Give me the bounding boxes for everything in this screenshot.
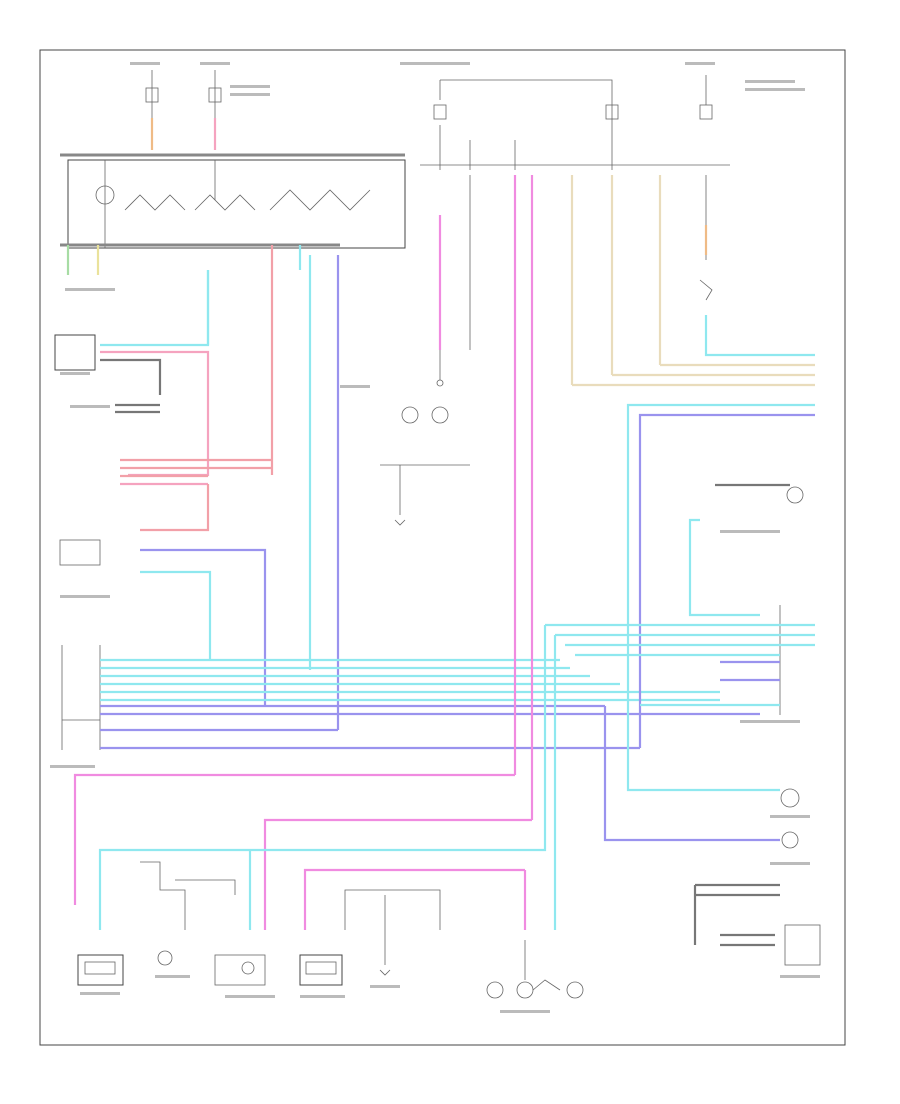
left-rear-combination-lamp xyxy=(299,954,343,986)
bottom-magenta-runs xyxy=(73,773,532,930)
high-mount-stop-lamp xyxy=(344,889,441,976)
center-fuse-group xyxy=(420,75,730,170)
left-vertical-connector xyxy=(61,645,760,750)
left-front-combination-lamp xyxy=(77,954,124,986)
fine-print-marks xyxy=(50,62,820,1013)
right-turn-lamps xyxy=(603,706,800,849)
right-upper-signal-wires xyxy=(626,403,815,792)
magenta-feed-wires xyxy=(436,175,534,820)
diagram-frame xyxy=(39,49,846,1046)
combination-switch-box xyxy=(60,159,406,249)
bottom-cyan-runs xyxy=(98,625,557,930)
left-branch-wires xyxy=(66,245,340,730)
right-connector-block xyxy=(545,605,815,715)
license-plate-lamps xyxy=(380,406,470,526)
right-side-repeater xyxy=(688,483,804,617)
left-front-side-lamp xyxy=(140,861,236,966)
left-rear-turn-lamp xyxy=(486,940,584,999)
right-bottom-connector xyxy=(693,883,821,966)
left-connector-cluster xyxy=(120,458,272,532)
right-tan-wires xyxy=(570,175,815,387)
top-left-fuse-group xyxy=(60,70,405,157)
left-front-turn-lamp xyxy=(214,954,266,986)
hazard-switch xyxy=(59,539,267,705)
